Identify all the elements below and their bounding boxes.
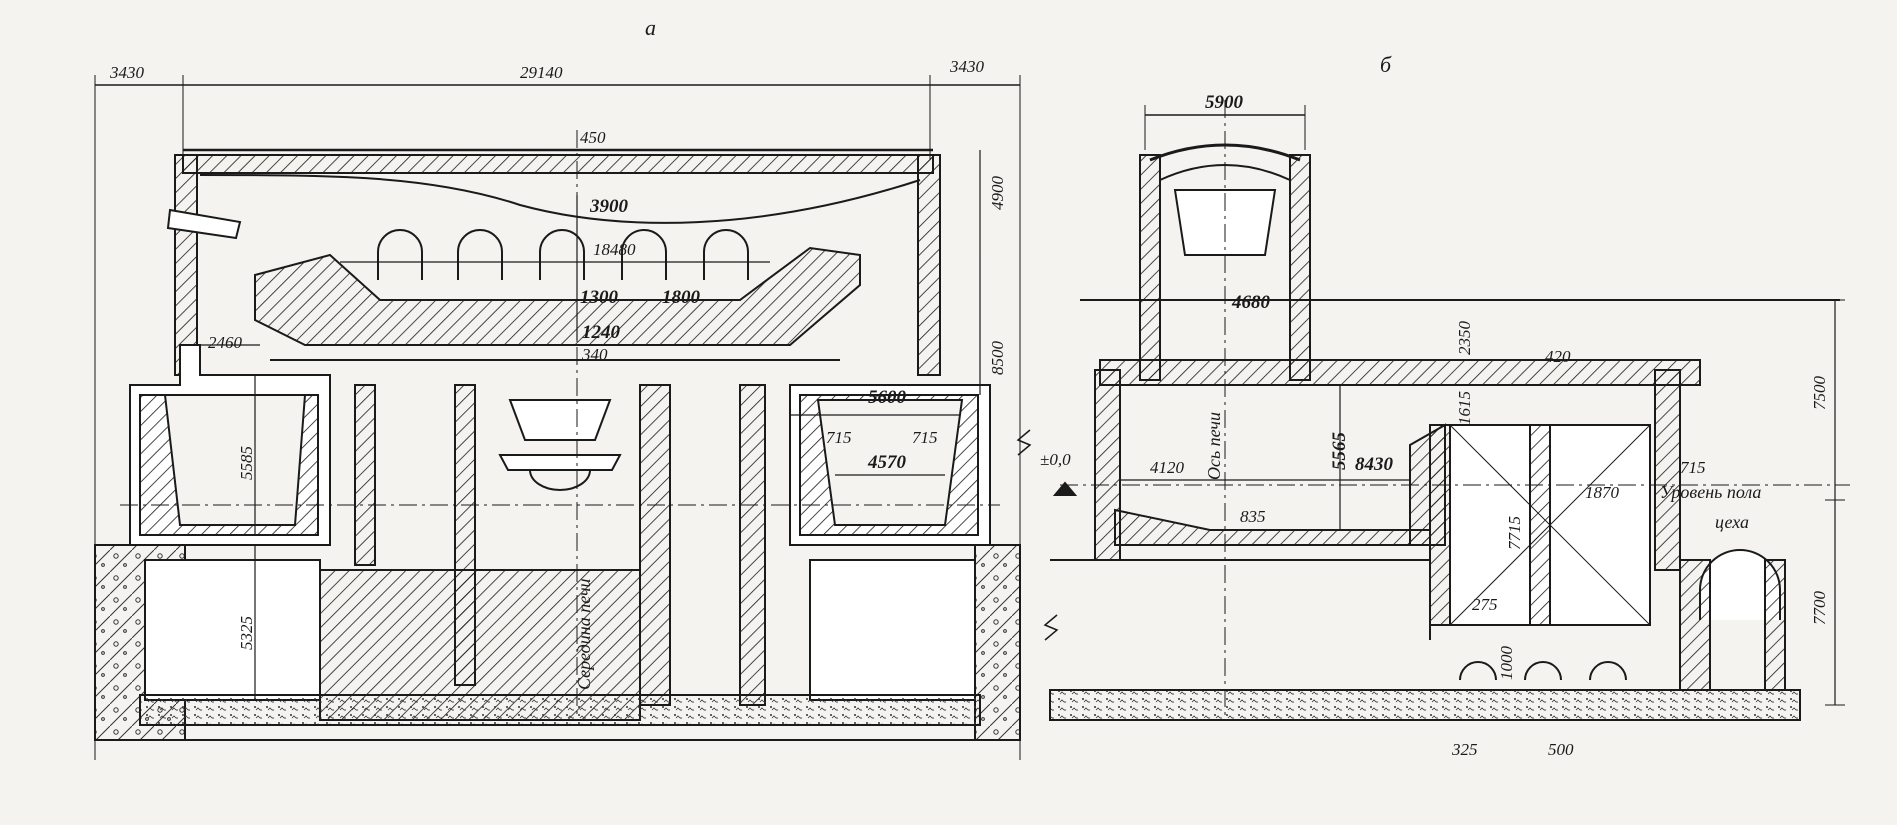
view-a-section xyxy=(94,75,1021,760)
dim-b-8430: 8430 xyxy=(1355,454,1394,475)
dim-a-right-overall: 3430 xyxy=(949,57,985,76)
view-b-caption: б xyxy=(1380,52,1392,77)
dim-a-340: 340 xyxy=(581,345,608,364)
dim-a-1240: 1240 xyxy=(582,322,621,343)
dim-b-5565: 5565 xyxy=(1329,432,1350,471)
dim-b-325: 325 xyxy=(1451,740,1478,759)
dim-b-4680: 4680 xyxy=(1231,292,1271,313)
dim-a-4900: 4900 xyxy=(988,176,1007,211)
dim-b-1870: 1870 xyxy=(1585,483,1620,502)
label-floor-shop: цеха xyxy=(1715,512,1749,532)
dim-a-8500: 8500 xyxy=(988,341,1007,376)
dim-a-5585: 5585 xyxy=(237,446,256,480)
dim-a-5600: 5600 xyxy=(868,387,907,408)
dim-a-450: 450 xyxy=(580,128,606,147)
dim-b-715: 715 xyxy=(1680,458,1706,477)
level-zero-mark: ±0,0 xyxy=(1040,450,1071,469)
label-furnace-axis: Ось печи xyxy=(1204,412,1224,480)
dim-b-5900: 5900 xyxy=(1205,92,1244,113)
dim-a-3900: 3900 xyxy=(589,196,629,217)
dim-a-4570: 4570 xyxy=(867,452,907,473)
dim-a-715-left: 715 xyxy=(826,428,852,447)
dim-b-7500: 7500 xyxy=(1810,376,1829,411)
label-floor-level: Уровень пола xyxy=(1660,482,1761,502)
dim-a-1300: 1300 xyxy=(580,287,619,308)
dim-a-5325: 5325 xyxy=(237,616,256,650)
dim-b-4120: 4120 xyxy=(1150,458,1185,477)
dim-a-1800: 1800 xyxy=(662,287,701,308)
dim-b-1615: 1615 xyxy=(1455,391,1474,425)
dim-a-715-right: 715 xyxy=(912,428,938,447)
view-a-caption: а xyxy=(645,15,656,40)
dim-b-2350: 2350 xyxy=(1455,321,1474,356)
dim-b-420: 420 xyxy=(1545,347,1571,366)
dim-a-main-overall: 29140 xyxy=(520,63,563,82)
dim-b-275: 275 xyxy=(1472,595,1498,614)
dim-a-left-overall: 3430 xyxy=(109,63,145,82)
dim-b-1000: 1000 xyxy=(1497,646,1516,681)
dim-b-7700: 7700 xyxy=(1810,591,1829,626)
dim-b-7715: 7715 xyxy=(1505,516,1524,550)
dim-b-835: 835 xyxy=(1240,507,1266,526)
dim-b-500: 500 xyxy=(1548,740,1574,759)
label-middle-furnace: Середина печи xyxy=(574,578,594,690)
view-b-section xyxy=(1016,100,1850,721)
dim-a-2460: 2460 xyxy=(208,333,243,352)
dim-a-18480: 18480 xyxy=(593,240,636,259)
